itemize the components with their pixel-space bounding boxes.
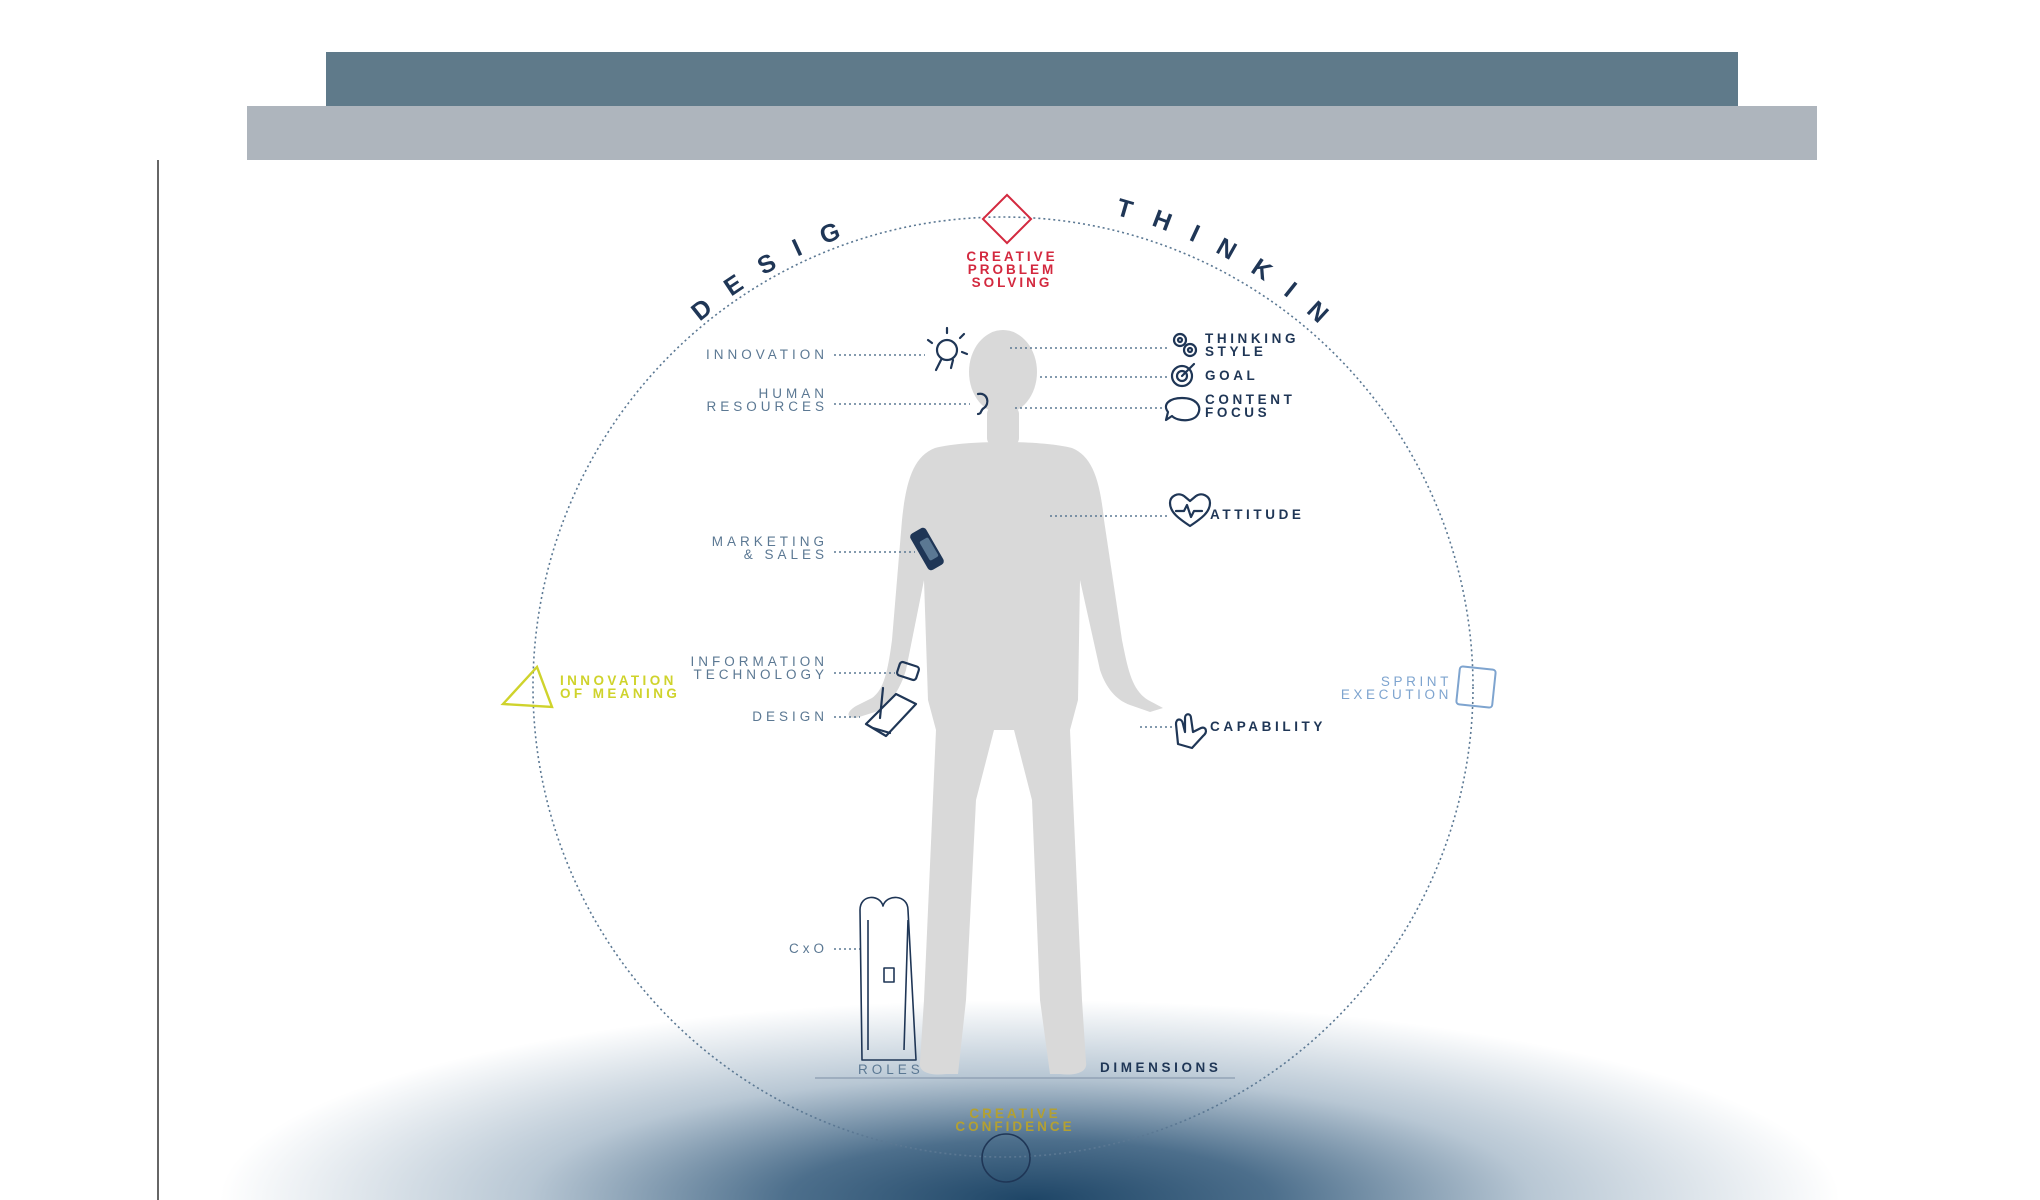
- svg-text:HUMAN: HUMAN: [759, 386, 829, 401]
- floor-glow: [220, 1000, 1840, 1200]
- hand-icon: [1174, 713, 1207, 750]
- svg-text:INFORMATION: INFORMATION: [691, 654, 829, 669]
- role-human-resources: HUMAN RESOURCES: [706, 386, 989, 416]
- dimension-goal: GOAL: [1040, 362, 1258, 388]
- smartwatch-icon: [910, 527, 944, 571]
- human-silhouette: [848, 330, 1163, 1075]
- svg-text:THINKING: THINKING: [1205, 331, 1299, 346]
- svg-text:CREATIVE: CREATIVE: [969, 1106, 1060, 1121]
- svg-text:& SALES: & SALES: [744, 547, 828, 562]
- corner-creative-problem-solving: CREATIVE PROBLEM SOLVING: [966, 193, 1057, 290]
- svg-text:FOCUS: FOCUS: [1205, 405, 1270, 420]
- outer-circle: [532, 216, 1474, 1158]
- dimension-attitude: ATTITUDE: [1050, 493, 1305, 528]
- dimension-thinking-style: THINKING STYLE: [1010, 331, 1299, 359]
- circle-icon: [981, 1133, 1031, 1183]
- footer-roles-label: ROLES: [858, 1062, 924, 1077]
- svg-text:CAPABILITY: CAPABILITY: [1210, 719, 1326, 734]
- svg-text:CONTENT: CONTENT: [1205, 392, 1295, 407]
- ear-icon: [976, 392, 989, 416]
- dimension-capability: CAPABILITY: [1140, 713, 1326, 750]
- left-rule: [157, 160, 159, 1200]
- corner-sprint-execution: SPRINT EXECUTION: [1341, 665, 1497, 709]
- header-bar-second: [247, 106, 1817, 160]
- role-innovation: INNOVATION: [706, 326, 969, 372]
- svg-text:CxO: CxO: [789, 941, 828, 956]
- header-bar-top: [326, 52, 1738, 106]
- device-icon: [896, 660, 920, 682]
- diamond-icon: [981, 193, 1033, 245]
- triangle-icon: [500, 664, 554, 709]
- svg-text:RESOURCES: RESOURCES: [706, 399, 828, 414]
- svg-text:CREATIVE: CREATIVE: [966, 249, 1057, 264]
- svg-text:SPRINT: SPRINT: [1381, 674, 1452, 689]
- svg-text:DESIGN: DESIGN: [752, 709, 828, 724]
- svg-text:INNOVATION: INNOVATION: [706, 347, 828, 362]
- target-icon: [1170, 362, 1196, 388]
- role-marketing-sales: MARKETING & SALES: [712, 527, 944, 571]
- svg-text:OF MEANING: OF MEANING: [560, 686, 680, 701]
- arc-title-design: DESIGN: [0, 0, 865, 326]
- heart-pulse-icon: [1168, 493, 1212, 528]
- svg-text:TECHNOLOGY: TECHNOLOGY: [693, 667, 828, 682]
- role-design: DESIGN: [752, 686, 918, 738]
- svg-text:GOAL: GOAL: [1205, 368, 1258, 383]
- svg-text:STYLE: STYLE: [1205, 344, 1267, 359]
- svg-text:PROBLEM: PROBLEM: [968, 262, 1057, 277]
- square-icon: [1455, 665, 1497, 709]
- corner-creative-confidence: CREATIVE CONFIDENCE: [955, 1106, 1074, 1183]
- svg-text:ATTITUDE: ATTITUDE: [1210, 507, 1305, 522]
- dimension-content-focus: CONTENT FOCUS: [1015, 392, 1295, 422]
- briefcase-icon: [859, 896, 917, 1061]
- svg-text:EXECUTION: EXECUTION: [1341, 687, 1452, 702]
- lightbulb-icon: [926, 326, 969, 372]
- footer-dimensions-label: DIMENSIONS: [1100, 1060, 1222, 1075]
- role-information-technology: INFORMATION TECHNOLOGY: [691, 654, 920, 682]
- arc-title-thinking: THINKING: [0, 0, 1350, 343]
- svg-text:SOLVING: SOLVING: [972, 275, 1053, 290]
- tablet-pen-icon: [864, 686, 918, 738]
- role-cxo: CxO: [789, 896, 917, 1061]
- svg-text:CONFIDENCE: CONFIDENCE: [955, 1119, 1074, 1134]
- svg-text:MARKETING: MARKETING: [712, 534, 828, 549]
- svg-text:INNOVATION: INNOVATION: [560, 673, 677, 688]
- corner-innovation-of-meaning: INNOVATION OF MEANING: [500, 664, 680, 709]
- gears-icon: [1172, 332, 1198, 358]
- speech-bubble-icon: [1164, 396, 1201, 422]
